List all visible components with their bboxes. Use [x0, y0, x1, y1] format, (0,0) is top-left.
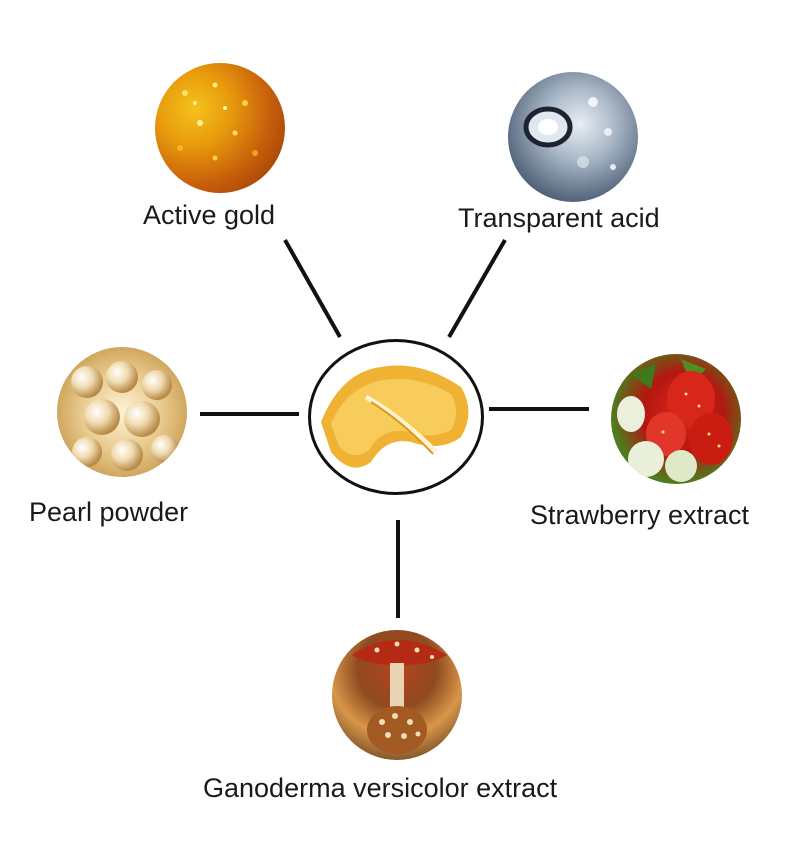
- connector-gold: [283, 239, 342, 338]
- pearls-icon: [57, 347, 187, 477]
- ingredient-label-mush: Ganoderma versicolor extract: [203, 773, 558, 803]
- ingredient-label-pearl: Pearl powder: [29, 497, 189, 527]
- gold-gel-mask-icon: [308, 339, 484, 495]
- ingredient-label-acid: Transparent acid: [458, 203, 660, 233]
- mushroom-icon: [332, 630, 462, 760]
- water-drop-icon: [508, 72, 638, 202]
- ingredient-label-gold: Active gold: [143, 200, 276, 230]
- connector-acid: [447, 239, 507, 338]
- gold-grains-icon: [155, 63, 285, 193]
- ingredient-label-straw: Strawberry extract: [530, 500, 750, 530]
- strawberries-icon: [611, 354, 741, 484]
